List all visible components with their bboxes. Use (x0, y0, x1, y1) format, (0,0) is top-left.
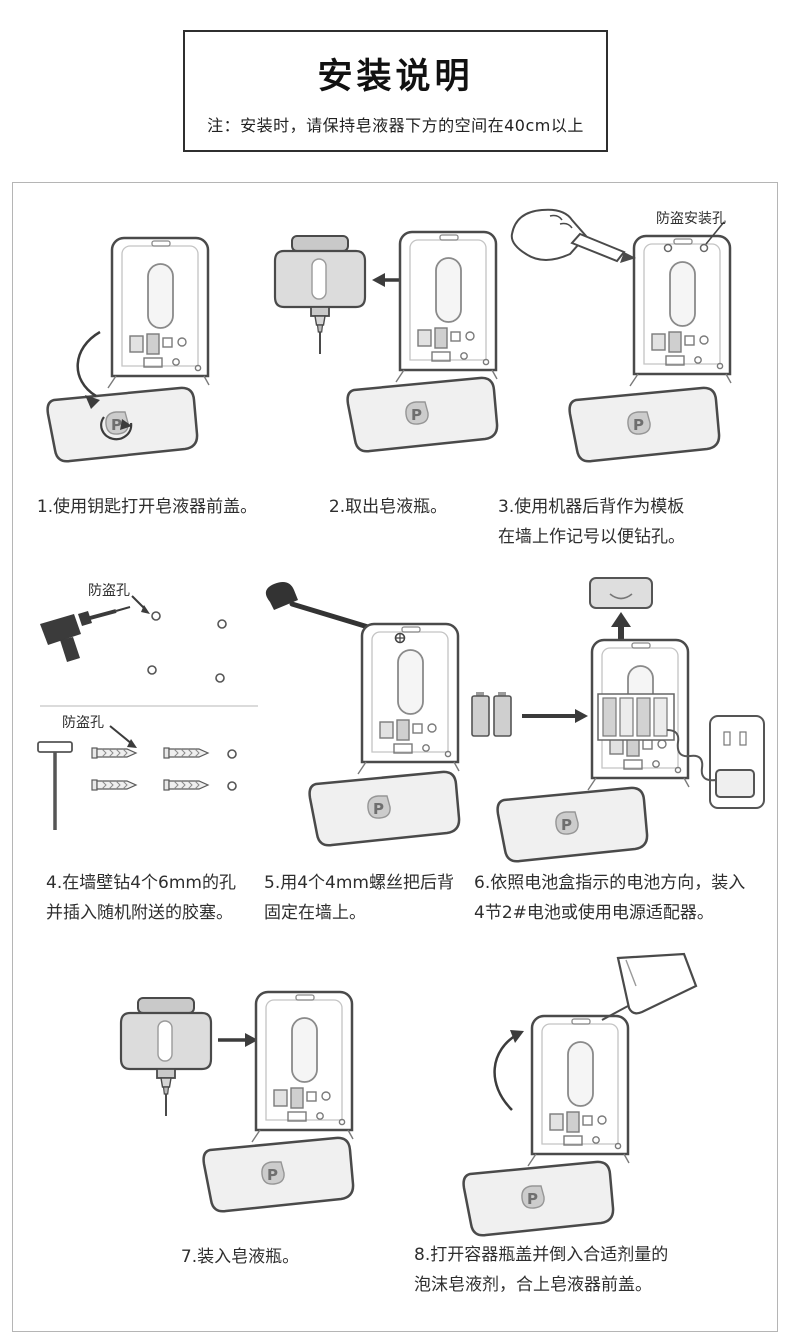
battery-compartment-drawing (597, 693, 675, 741)
front-cover-drawing (308, 770, 461, 847)
label-arrow-bottom-icon (109, 725, 137, 748)
battery-cover-drawing (589, 577, 653, 609)
dispenser-back-drawing (628, 234, 733, 388)
step-3-illustration: 防盗安装孔 (472, 200, 752, 490)
anti-theft-hole-label-top: 防盗孔 (88, 583, 130, 599)
front-cover-drawing (496, 786, 649, 863)
dispenser-drawing (106, 236, 211, 390)
step-3-caption: 3.使用机器后背作为模板 在墙上作记号以便钻孔。 (498, 497, 685, 547)
wall-anchors (91, 747, 237, 791)
soap-bottle-drawing (273, 234, 367, 356)
open-arrow-icon (76, 330, 101, 409)
insert-arrow-icon (522, 709, 588, 723)
soap-bottle-drawing (119, 996, 213, 1118)
title-box: 安装说明 注：安装时，请保持皂液器下方的空间在40cm以上 (183, 30, 608, 152)
screw-icon (394, 632, 406, 644)
dispenser-drawing (250, 990, 355, 1144)
battery-drawing (471, 692, 512, 737)
anti-theft-mount-hole-label: 防盗安装孔 (656, 211, 726, 227)
label-arrow-top-icon (131, 595, 150, 614)
step-5-illustration (260, 580, 500, 868)
step-5-caption: 5.用4个4mm螺丝把后背 固定在墙上。 (264, 873, 454, 923)
close-arrow-icon (493, 1030, 524, 1111)
screwdriver-icon (265, 582, 393, 638)
step-7-caption: 7.装入皂液瓶。 (180, 1247, 300, 1267)
front-cover-drawing (462, 1160, 615, 1237)
insert-arrow-icon (218, 1033, 258, 1047)
wall-holes (147, 611, 227, 683)
step-6-illustration (464, 574, 770, 866)
power-adapter-drawing (666, 715, 765, 809)
install-note: 注：安装时，请保持皂液器下方的空间在40cm以上 (207, 116, 584, 135)
step-4-illustration: 防盗孔 防盗孔 (34, 578, 264, 860)
hammer-icon (37, 741, 73, 830)
label-pointer-line (705, 221, 725, 245)
soap-pouch-drawing (601, 952, 698, 1021)
step-7-illustration (108, 976, 368, 1242)
step-8-illustration (420, 952, 720, 1240)
hand-pencil-icon (510, 208, 636, 263)
dispenser-drawing (526, 1014, 631, 1168)
anti-theft-hole-label-bottom: 防盗孔 (62, 715, 104, 731)
step-1-caption: 1.使用钥匙打开皂液器前盖。 (36, 497, 258, 517)
step-4-caption: 4.在墙壁钻4个6mm的孔 并插入随机附送的胶塞。 (46, 873, 236, 923)
step-2-illustration (262, 218, 512, 484)
step-2-caption: 2.取出皂液瓶。 (328, 497, 448, 517)
step-8-caption: 8.打开容器瓶盖并倒入合适剂量的 泡沫皂液剂，合上皂液器前盖。 (414, 1245, 669, 1295)
drill-icon (40, 606, 131, 662)
front-cover-drawing (568, 386, 721, 463)
key-turn-arrow-icon (100, 416, 133, 441)
page-title: 安装说明 (317, 57, 474, 97)
front-cover-drawing (202, 1136, 355, 1213)
step-6-caption: 6.依照电池盒指示的电池方向，装入 4节2#电池或使用电源适配器。 (474, 873, 746, 923)
step-1-illustration (38, 214, 248, 482)
dispenser-back-drawing (356, 622, 461, 776)
